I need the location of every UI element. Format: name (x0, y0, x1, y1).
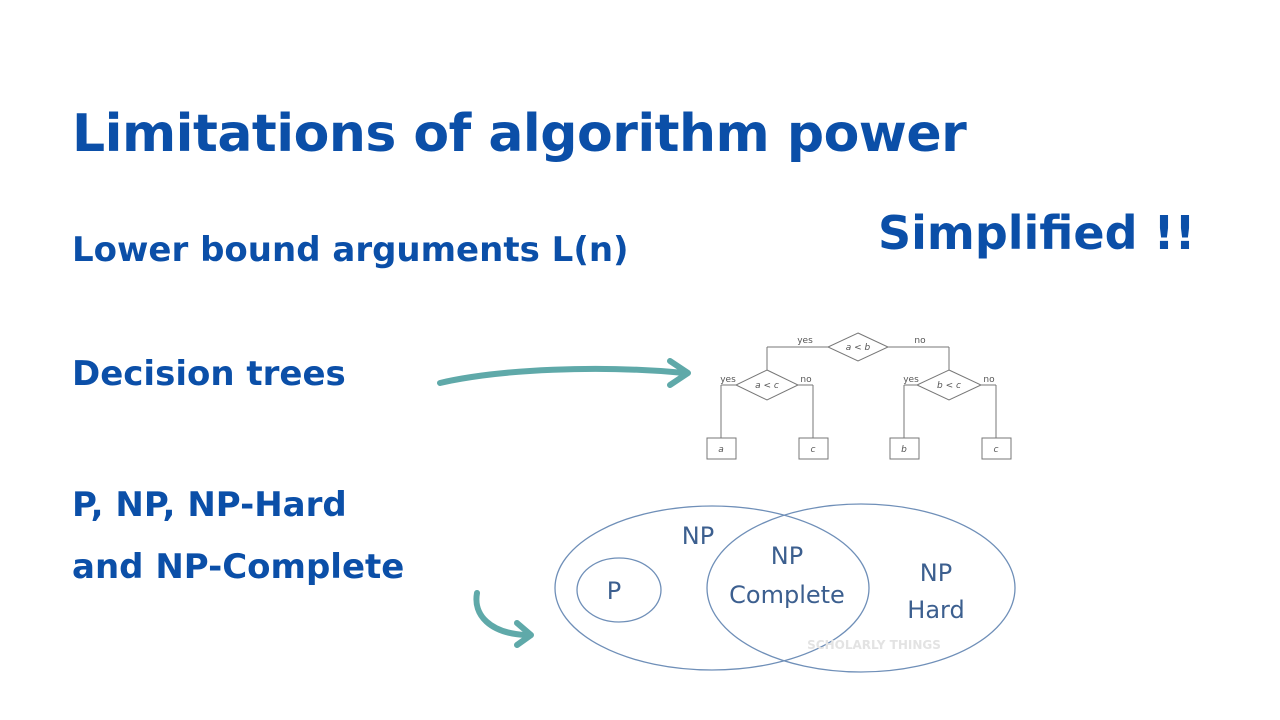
tree-right-no-label: no (983, 375, 995, 385)
tree-root-yes-label: yes (797, 336, 813, 346)
tree-root-node (826, 332, 890, 362)
slide-title: Limitations of algorithm power (72, 104, 967, 164)
np-label: NP (682, 522, 714, 550)
topic-complexity-classes: P, NP, NP-Hard and NP-Complete (72, 474, 404, 598)
np-hard-ellipse (706, 503, 1016, 673)
np-complete-label-2: Complete (729, 581, 845, 609)
tree-root-label: a < b (846, 343, 871, 353)
np-hard-label-2: Hard (907, 596, 964, 624)
tree-leaf-1-label: a (718, 445, 724, 455)
tree-leaf-2-label: c (811, 445, 816, 455)
tree-right-yes-label: yes (903, 375, 919, 385)
venn-arrow-icon (473, 590, 534, 648)
watermark: SCHOLARLY THINGS (807, 638, 941, 652)
tree-left-node (734, 369, 800, 401)
simplified-badge: Simplified !! (878, 206, 1196, 260)
tree-left-yes-label: yes (720, 375, 736, 385)
complexity-venn-diagram: P NP NP Complete NP Hard SCHOLARLY THING… (554, 503, 1016, 673)
topic-complexity-line-1: P, NP, NP-Hard (72, 485, 347, 525)
np-hard-label-1: NP (920, 559, 952, 587)
np-ellipse (554, 505, 870, 671)
tree-right-node (915, 369, 983, 401)
topic-complexity-line-2: and NP-Complete (72, 547, 405, 587)
tree-right-label: b < c (937, 381, 961, 391)
decision-tree-arrow-icon (437, 358, 691, 388)
tree-leaf-1 (706, 437, 737, 460)
tree-root-no-label: no (914, 336, 926, 346)
np-complete-label-1: NP (771, 542, 803, 570)
p-label: P (607, 577, 621, 605)
topic-decision-trees: Decision trees (72, 354, 346, 394)
tree-leaf-3-label: b (901, 445, 907, 455)
tree-left-label: a < c (755, 381, 779, 391)
tree-left-no-label: no (800, 375, 812, 385)
decision-tree-diagram: a < b yes no a < c yes no b < c yes no a… (706, 332, 1012, 460)
tree-leaf-4-label: c (994, 445, 999, 455)
p-ellipse (576, 557, 662, 623)
tree-leaf-2 (798, 437, 829, 460)
tree-leaf-3 (889, 437, 920, 460)
tree-leaf-4 (981, 437, 1012, 460)
topic-lower-bound: Lower bound arguments L(n) (72, 230, 629, 270)
